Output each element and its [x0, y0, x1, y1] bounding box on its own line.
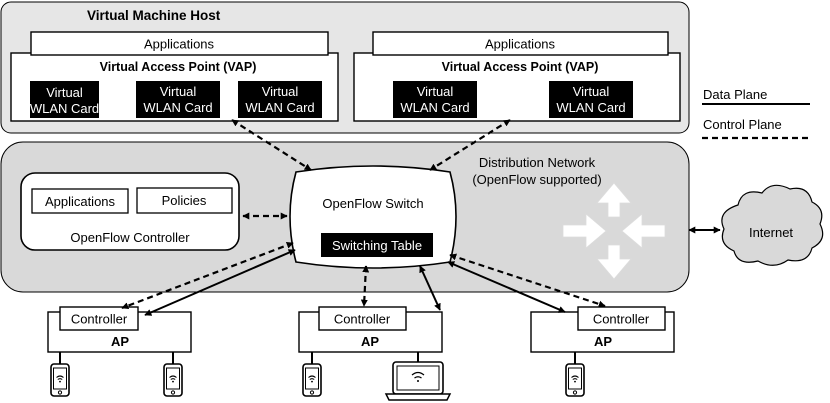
vap-left-title: Virtual Access Point (VAP) — [100, 60, 257, 74]
switching-table-box — [321, 233, 433, 257]
vap-right-card-1-line1: Virtual — [417, 84, 454, 99]
openflow-controller-label: OpenFlow Controller — [70, 230, 190, 245]
vap-left-card-3-line2: WLAN Card — [245, 100, 314, 115]
vap-left-card-3 — [238, 81, 322, 118]
vap-left-card-2-line2: WLAN Card — [143, 100, 212, 115]
phone-icon — [302, 363, 322, 397]
legend-data-plane-label: Data Plane — [703, 87, 767, 102]
internet-cloud-shape — [721, 184, 824, 266]
phone-icon — [565, 363, 585, 397]
control-link-vap-right-switch — [429, 119, 511, 171]
laptop-icon — [384, 361, 452, 401]
ap-right-label: AP — [594, 334, 612, 349]
ap-left: Controller AP — [47, 306, 192, 353]
vap-right-card-2 — [549, 81, 633, 118]
internet-label: Internet — [749, 225, 793, 240]
controller-applications-box — [31, 188, 129, 214]
ap-left-controller-label: Controller — [71, 312, 128, 327]
vm-host-title: Virtual Machine Host — [87, 8, 221, 23]
vap-left-card-2-line1: Virtual — [160, 84, 197, 99]
phone-icon — [50, 363, 70, 397]
ap-left-label: AP — [111, 334, 129, 349]
control-link-switch-ap-middle — [360, 265, 370, 307]
openflow-switch-label: OpenFlow Switch — [322, 196, 423, 211]
vap-right: Applications Virtual Access Point (VAP) … — [353, 31, 681, 122]
vap-left-card-3-line1: Virtual — [262, 84, 299, 99]
ap-right-controller-box — [577, 306, 666, 331]
controller-policies-box — [136, 187, 233, 214]
data-link-switch-ap-left — [144, 249, 296, 316]
distribution-network-subtitle: (OpenFlow supported) — [472, 172, 601, 187]
legend-control-plane-label: Control Plane — [703, 117, 782, 132]
vap-left-card-1-line1: Virtual — [46, 85, 83, 100]
data-link-switch-ap-right — [447, 261, 566, 313]
phone-icon — [163, 363, 183, 397]
controller-applications-label: Applications — [45, 194, 116, 209]
switching-table-label: Switching Table — [332, 238, 422, 253]
ap-left-controller-box — [59, 306, 139, 331]
vap-left-card-1 — [30, 81, 99, 118]
ap-right-controller-label: Controller — [593, 312, 650, 327]
vap-right-card-1 — [393, 81, 477, 118]
vap-left-card-2 — [136, 81, 220, 118]
vap-left-card-1-line2: WLAN Card — [30, 101, 99, 116]
ap-middle: Controller AP — [298, 306, 443, 353]
vap-right-card-1-line2: WLAN Card — [400, 100, 469, 115]
vap-right-applications-box — [372, 31, 669, 56]
ap-middle-controller-label: Controller — [334, 312, 391, 327]
ap-middle-label: AP — [361, 334, 379, 349]
openflow-controller: Applications Policies OpenFlow Controlle… — [20, 172, 240, 251]
vap-left-applications-box — [30, 31, 329, 56]
controller-policies-label: Policies — [162, 193, 207, 208]
legend: Data Plane Control Plane — [702, 87, 810, 140]
vap-right-title: Virtual Access Point (VAP) — [442, 60, 599, 74]
internet-cloud: Internet — [721, 184, 824, 266]
vap-right-applications-label: Applications — [485, 37, 556, 52]
openflow-switch: OpenFlow Switch Switching Table — [289, 165, 457, 269]
vap-left-applications-label: Applications — [144, 37, 215, 52]
control-link-vap-left-switch — [231, 119, 312, 171]
distribution-network-title: Distribution Network — [479, 155, 596, 170]
ap-middle-controller-box — [318, 306, 407, 331]
router-icon — [562, 182, 666, 280]
vap-right-card-2-line2: WLAN Card — [556, 100, 625, 115]
ap-right: Controller AP — [530, 306, 675, 353]
vap-left: Applications Virtual Access Point (VAP) … — [10, 31, 339, 122]
vap-right-card-2-line1: Virtual — [573, 84, 610, 99]
data-link-switch-ap-middle — [419, 265, 441, 311]
